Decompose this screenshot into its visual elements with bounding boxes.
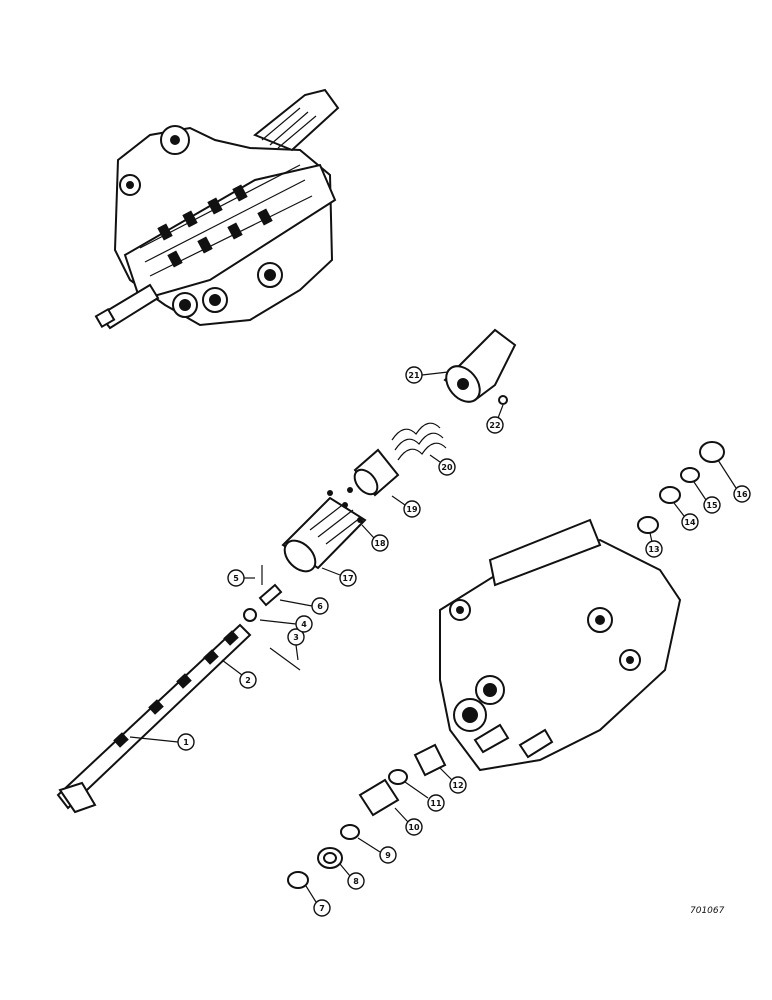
svg-text:10: 10 (408, 823, 420, 832)
spool-small-parts (243, 565, 301, 671)
callout-10: 10 (394, 807, 423, 836)
callout-15: 15 (693, 481, 721, 514)
callout-13: 13 (645, 532, 663, 558)
upper-fittings (637, 441, 725, 534)
svg-text:11: 11 (430, 799, 442, 808)
svg-text:2: 2 (245, 676, 251, 685)
reference-code: 701067 (690, 906, 725, 916)
spring-housing (281, 487, 367, 573)
callout-18: 18 (361, 524, 389, 552)
callout-20: 20 (429, 454, 456, 476)
callout-2: 2 (221, 659, 257, 689)
svg-text:15: 15 (706, 501, 718, 510)
callout-21: 21 (405, 366, 449, 384)
svg-text:6: 6 (317, 602, 323, 611)
spring-and-cap (353, 328, 517, 497)
callout-16: 16 (717, 459, 751, 503)
callout-3: 3 (287, 628, 305, 661)
cutaway-valve-assembly (94, 88, 340, 330)
callout-14: 14 (673, 502, 699, 531)
svg-text:20: 20 (441, 463, 453, 472)
svg-text:3: 3 (293, 633, 299, 642)
callout-7: 7 (305, 885, 331, 917)
svg-text:18: 18 (374, 539, 386, 548)
callout-11: 11 (404, 781, 445, 812)
lower-fittings (287, 743, 447, 889)
callout-19: 19 (391, 495, 421, 518)
internal-spools (139, 164, 313, 277)
svg-text:14: 14 (684, 518, 696, 527)
callout-4: 4 (259, 615, 313, 633)
callout-8: 8 (339, 863, 365, 890)
svg-text:22: 22 (489, 421, 500, 430)
svg-text:5: 5 (233, 574, 239, 583)
svg-text:1: 1 (183, 738, 189, 747)
svg-text:13: 13 (648, 545, 659, 554)
callout-17: 17 (321, 567, 357, 587)
svg-text:21: 21 (408, 371, 420, 380)
svg-text:19: 19 (406, 505, 418, 514)
svg-text:17: 17 (342, 574, 353, 583)
callout-5: 5 (227, 569, 255, 587)
callout-6: 6 (279, 597, 329, 615)
callout-1: 1 (129, 733, 195, 751)
svg-text:12: 12 (452, 781, 463, 790)
part-callouts: 1 2 3 4 5 6 7 8 9 10 11 12 13 14 15 16 1… (129, 366, 751, 917)
svg-text:7: 7 (319, 904, 325, 913)
callout-12: 12 (439, 767, 467, 794)
svg-text:9: 9 (385, 851, 391, 860)
svg-text:4: 4 (301, 620, 307, 629)
callout-9: 9 (357, 837, 397, 864)
callout-22: 22 (486, 404, 504, 434)
spool-shaft (56, 623, 252, 814)
valve-body (439, 518, 682, 772)
svg-text:8: 8 (353, 877, 359, 886)
svg-text:16: 16 (736, 490, 748, 499)
